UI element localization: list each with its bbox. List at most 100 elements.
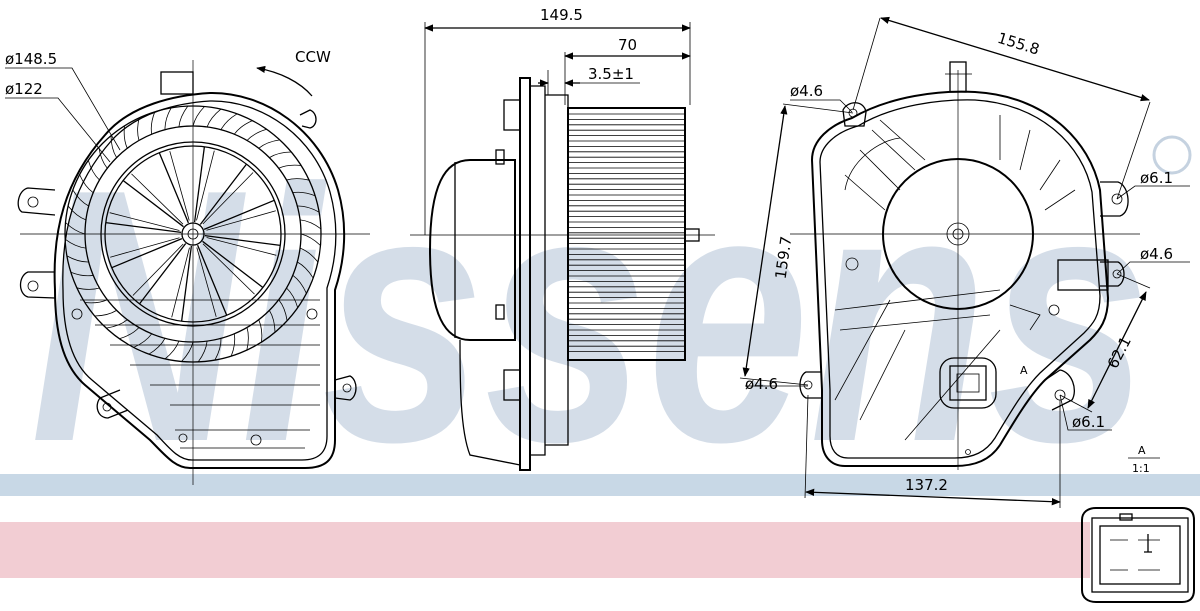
hub-spoke-edge xyxy=(202,172,254,225)
dim-hole-left-lower: ø4.6 xyxy=(745,375,778,393)
impeller-blade xyxy=(110,135,117,158)
impeller-blade xyxy=(123,125,128,149)
dim-height: 159.7 xyxy=(772,235,796,280)
detail-title: A xyxy=(1138,444,1146,457)
hub-spoke-edge xyxy=(206,237,277,256)
hub-spoke-edge xyxy=(131,173,184,225)
impeller-blade xyxy=(214,338,222,361)
impeller-blade xyxy=(300,219,322,230)
impeller-blade xyxy=(64,238,86,249)
impeller-blade xyxy=(87,160,100,181)
side-view: 149.5 70 3.5±1 xyxy=(410,6,715,471)
impeller-blade xyxy=(70,271,94,277)
impeller-blade xyxy=(79,174,94,194)
hub-spoke xyxy=(203,199,275,231)
impeller-blade xyxy=(98,147,108,169)
rotation-label: CCW xyxy=(295,48,331,66)
rotation-arrow-icon xyxy=(256,65,313,97)
impeller-blade xyxy=(297,205,320,213)
impeller-blade xyxy=(278,299,288,321)
impeller-blade xyxy=(65,222,86,235)
impeller-blade xyxy=(84,299,108,304)
front-view: CCW ø148.5 ø122 xyxy=(5,48,370,485)
hub-spoke-edge xyxy=(196,247,217,317)
hub-spoke xyxy=(111,237,183,269)
impeller-blade xyxy=(94,310,117,317)
impeller-blade xyxy=(66,255,89,263)
detail-scale: 1:1 xyxy=(1132,462,1150,475)
impeller-blade xyxy=(269,151,292,158)
hub-spoke xyxy=(180,245,193,322)
hub-spoke-edge xyxy=(202,243,255,295)
impeller-blade xyxy=(164,340,180,360)
impeller-blade xyxy=(258,139,280,149)
impeller-blade xyxy=(137,117,140,141)
hub-spoke xyxy=(138,243,187,305)
connector-marker: A xyxy=(1020,364,1028,377)
impeller-blade xyxy=(178,105,189,127)
impeller-blade xyxy=(258,319,263,343)
impeller-blade xyxy=(286,287,299,308)
impeller-blade xyxy=(192,106,205,127)
dim-offset: 3.5±1 xyxy=(588,65,634,83)
hub-spoke-edge xyxy=(110,237,180,258)
dim-hole-bottom-right: ø6.1 xyxy=(1072,413,1105,431)
hub-spoke xyxy=(196,244,228,316)
impeller-blade xyxy=(246,327,249,351)
impeller-blade xyxy=(119,327,140,340)
impeller-blade xyxy=(233,120,253,135)
dim-diagonal: 155.8 xyxy=(995,29,1041,59)
impeller-blade xyxy=(300,233,321,246)
hub-spoke xyxy=(202,240,264,289)
impeller-blade xyxy=(246,128,267,141)
dim-base-width: 137.2 xyxy=(905,476,948,494)
impeller-blade xyxy=(76,287,100,290)
watermark-logo: Nissens xyxy=(30,115,1150,517)
dim-inner-diameter: ø122 xyxy=(5,80,43,98)
impeller-blade xyxy=(230,333,236,357)
impeller-blade xyxy=(67,205,87,221)
impeller-blade xyxy=(197,341,208,363)
impeller-blade xyxy=(297,261,314,279)
detail-a: A 1:1 xyxy=(1081,444,1195,603)
fan-slats xyxy=(568,113,685,353)
registered-mark-icon xyxy=(1152,135,1192,175)
dim-overall-length: 149.5 xyxy=(540,6,583,24)
impeller-blade xyxy=(299,247,319,263)
dim-hole-right-mid: ø4.6 xyxy=(1140,245,1173,263)
impeller-blades xyxy=(64,105,322,363)
pink-band xyxy=(0,522,1090,578)
impeller-blade xyxy=(286,178,310,181)
hub-spokes xyxy=(105,146,281,322)
impeller-blade xyxy=(150,111,156,135)
hub-spoke-edge xyxy=(206,210,276,231)
hub-spoke-edge xyxy=(171,247,190,318)
impeller-blade xyxy=(269,310,276,333)
impeller-blade xyxy=(206,108,222,128)
hub-spoke xyxy=(204,234,281,247)
impeller-blade xyxy=(278,164,302,169)
impeller-blade xyxy=(164,107,172,130)
impeller-blade xyxy=(220,113,238,130)
impeller-blade xyxy=(106,319,128,329)
hub-spoke xyxy=(199,163,248,225)
hub-spoke-edge xyxy=(196,150,215,221)
dim-wheel-width: 70 xyxy=(618,36,637,54)
hub-spoke-edge xyxy=(169,151,190,221)
impeller-blade xyxy=(181,341,194,362)
hub-spoke-edge xyxy=(132,243,184,296)
dim-hole-right-upper: ø6.1 xyxy=(1140,169,1173,187)
hub-spoke xyxy=(193,146,206,223)
impeller-blade xyxy=(292,191,316,197)
impeller-blade xyxy=(148,338,166,355)
dim-hole-top-left: ø4.6 xyxy=(790,82,823,100)
hub-spoke-edge xyxy=(109,212,180,231)
hub-spoke xyxy=(122,179,184,228)
hub-spoke xyxy=(158,152,190,224)
impeller-blade xyxy=(133,333,153,348)
dim-outer-diameter: ø148.5 xyxy=(5,50,57,68)
impeller-blade xyxy=(292,274,307,294)
impeller-blade xyxy=(72,189,89,207)
hub-spoke xyxy=(105,221,182,234)
